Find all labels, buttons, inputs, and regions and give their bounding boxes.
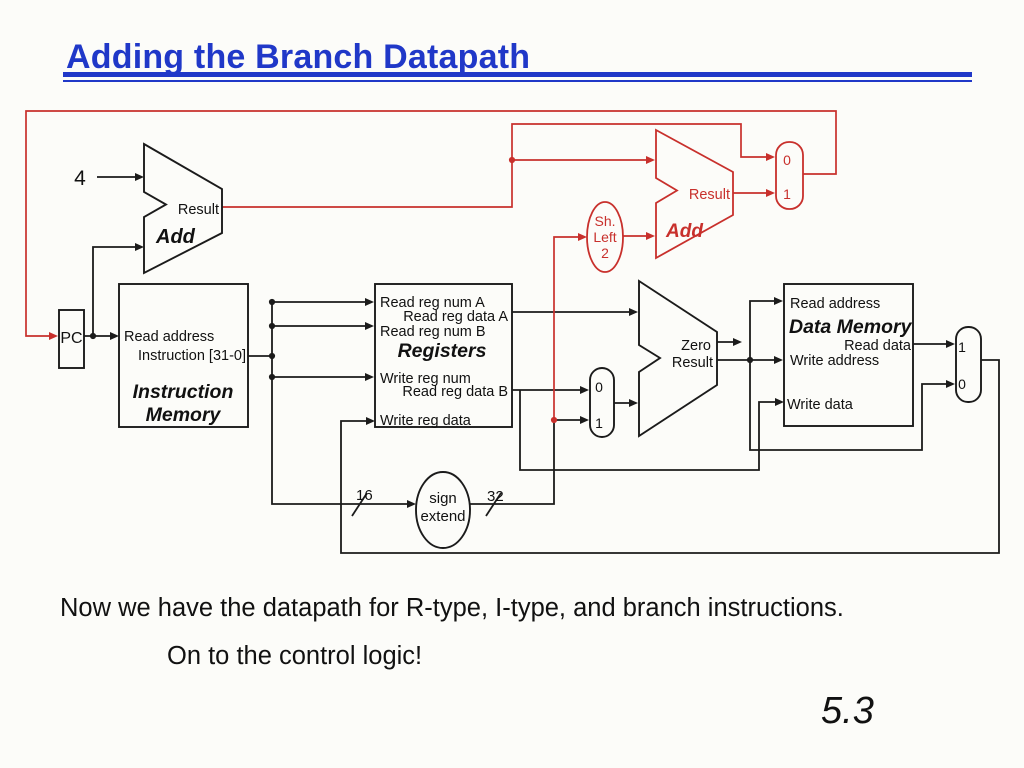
mux-alu-input0-label: 0	[595, 379, 603, 395]
junction-bus-write-num	[268, 373, 276, 381]
wire-muxpc-to-pc-loop	[25, 110, 837, 340]
slide-title: Adding the Branch Datapath	[66, 38, 531, 76]
mux-wb-input0-label: 0	[958, 376, 966, 392]
wire-alu-result-bypass-to-mux0	[749, 360, 955, 451]
wire-writeback-to-registers	[340, 359, 1000, 554]
caption-line1: Now we have the datapath for R-type, I-t…	[60, 594, 844, 622]
mux-pc-box	[775, 141, 804, 210]
wire-alu-result-to-read-address	[749, 297, 783, 360]
pc-box	[58, 309, 85, 369]
bus-width-32-label: 32	[487, 488, 504, 505]
wire-pcplus4-to-adder2	[222, 156, 655, 208]
adder1-result-label: Result	[178, 202, 219, 218]
caption-line2: On to the control logic!	[167, 642, 423, 670]
adder1-alu-shape	[143, 142, 223, 275]
alu-zero-label: Zero	[681, 338, 711, 354]
reg-read-num-a-label: Read reg num A	[380, 295, 485, 311]
imem-title-line1: Instruction	[133, 381, 234, 403]
wire-pc-to-adder1	[92, 243, 144, 336]
shift-left-2-oval	[586, 201, 624, 273]
pc-label: PC	[60, 330, 82, 347]
mux-writeback-box	[955, 326, 982, 403]
sign-extend-line2: extend	[420, 508, 465, 525]
mux-pc-input1-label: 1	[783, 186, 791, 202]
imem-title-line2: Memory	[146, 404, 222, 426]
reg-read-data-b-label: Read reg data B	[402, 384, 508, 400]
wire-instruction-bus-to-signextend	[271, 302, 416, 508]
wire-signextend-out	[470, 420, 555, 505]
wire-offset-to-shiftleft	[553, 233, 587, 420]
registers-title: Registers	[398, 340, 487, 362]
alu-result-label: Result	[672, 355, 713, 371]
mux-wb-input1-label: 1	[958, 339, 966, 355]
reg-read-num-b-label: Read reg num B	[380, 324, 486, 340]
title-underline-thick	[63, 72, 972, 77]
shift-left-line2: Left	[593, 229, 616, 245]
instruction-memory-box	[118, 283, 249, 428]
junction-bus-a	[268, 298, 276, 306]
junction-pcplus4	[508, 156, 516, 164]
imem-instruction-label: Instruction [31-0]	[138, 348, 246, 364]
mux-alu-box	[589, 367, 615, 438]
adder1-label: Add	[155, 226, 196, 248]
shift-left-line3: 2	[601, 245, 609, 261]
adder2-result-label: Result	[689, 187, 730, 203]
junction-pc-out	[89, 332, 97, 340]
junction-bus-b	[268, 322, 276, 330]
reg-read-data-a-label: Read reg data A	[403, 309, 508, 325]
const4-label: 4	[74, 167, 86, 190]
dmem-write-address-label: Write address	[790, 353, 879, 369]
dmem-read-data-label: Read data	[844, 338, 912, 354]
mux-alu-input1-label: 1	[595, 415, 603, 431]
shift-left-line1: Sh.	[594, 213, 615, 229]
dmem-write-data-label: Write data	[787, 397, 854, 413]
main-alu-shape	[638, 279, 718, 438]
data-memory-box	[783, 283, 914, 427]
junction-alu-result	[746, 356, 754, 364]
dmem-title: Data Memory	[789, 316, 913, 338]
bus-width-slash-16	[351, 492, 368, 517]
imem-read-address-label: Read address	[124, 329, 214, 345]
adder2-alu-shape	[655, 128, 734, 260]
junction-bus-instruction	[268, 352, 276, 360]
wire-pcplus4-to-muxpc0	[511, 123, 775, 161]
bus-width-slash-32	[485, 492, 502, 517]
reg-write-num-label: Write reg num	[380, 371, 471, 387]
dmem-read-address-label: Read address	[790, 296, 880, 312]
page-number: 5.3	[821, 690, 874, 732]
sign-extend-oval	[415, 471, 471, 549]
sign-extend-line1: sign	[429, 490, 457, 507]
mux-pc-input0-label: 0	[783, 152, 791, 168]
registers-box	[374, 283, 513, 428]
wire-reg-data-b-to-write-data	[519, 390, 784, 471]
reg-write-data-label: Write reg data	[380, 413, 472, 429]
adder2-label: Add	[665, 221, 703, 242]
junction-signextend-out	[550, 416, 558, 424]
bus-width-16-label: 16	[356, 487, 373, 504]
title-underline-thin	[63, 80, 972, 82]
